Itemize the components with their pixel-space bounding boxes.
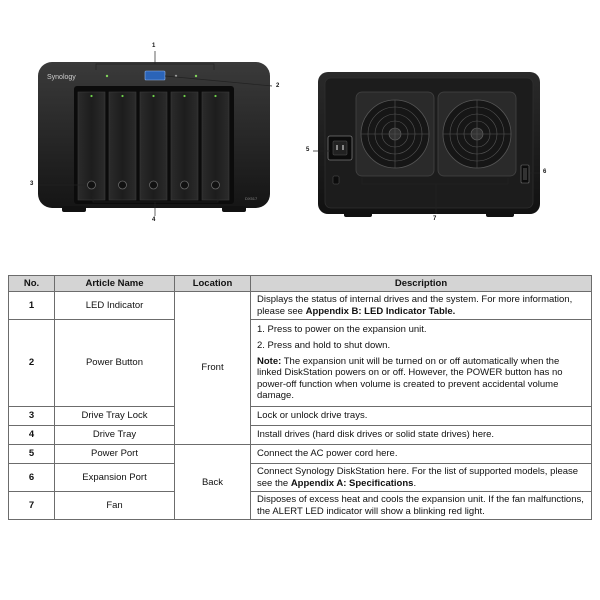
description-cell: Lock or unlock drive trays.: [250, 406, 592, 427]
description-cell: Install drives (hard disk drives or soli…: [250, 425, 592, 446]
drive-tray[interactable]: [77, 91, 106, 201]
front-view: Synology DX517: [38, 51, 273, 216]
components-table: No. Article Name Location Description 1 …: [8, 275, 592, 521]
description-cell: Connect Synology DiskStation here. For t…: [250, 463, 592, 493]
row-number: 5: [8, 444, 55, 465]
drive-tray-lock[interactable]: [149, 180, 158, 190]
table-row: 3 Drive Tray Lock Lock or unlock drive t…: [8, 406, 592, 427]
kensington-slot: [332, 175, 340, 185]
row-number: 2: [8, 319, 55, 408]
location-cell: Back: [174, 444, 251, 521]
table-row: 6 Expansion Port Connect Synology DiskSt…: [8, 463, 592, 493]
appendix-reference: Appendix B: LED Indicator Table.: [305, 305, 456, 317]
row-number: 1: [8, 290, 55, 321]
drive-tray[interactable]: [139, 91, 168, 201]
front-foot: [222, 206, 246, 212]
drive-tray[interactable]: [170, 91, 199, 201]
callout-number: 6: [543, 169, 547, 175]
callout-number: 3: [30, 181, 34, 187]
note-label: Note:: [257, 355, 282, 367]
back-view: [313, 72, 540, 217]
product-illustration: Synology DX517: [38, 51, 540, 217]
column-header: Description: [250, 275, 592, 292]
back-foot: [344, 212, 372, 217]
table-row: 1 LED Indicator Front Displays the statu…: [8, 290, 592, 446]
table-row: 7 Fan Disposes of excess heat and cools …: [8, 491, 592, 521]
callout-number: 7: [433, 216, 437, 222]
power-button[interactable]: [144, 70, 166, 81]
drive-tray-lock[interactable]: [87, 180, 96, 190]
description-cell: Displays the status of internal drives a…: [250, 290, 592, 321]
drive-tray-lock[interactable]: [211, 180, 220, 190]
article-name: LED Indicator: [54, 290, 175, 321]
fan: [355, 91, 435, 177]
table-header-row: No. Article Name Location Description: [8, 275, 592, 292]
drive-tray[interactable]: [108, 91, 137, 201]
article-name: Drive Tray Lock: [54, 406, 175, 427]
front-model-label: DX517: [245, 196, 258, 201]
row-number: 3: [8, 406, 55, 427]
article-name: Power Port: [54, 444, 175, 465]
appendix-reference: Appendix A: Specifications: [290, 477, 414, 489]
table-row: 5 Power Port Back Connect the AC power c…: [8, 444, 592, 521]
description-cell: 1. Press to power on the expansion unit.…: [250, 319, 592, 408]
front-brand-label: Synology: [47, 74, 76, 81]
article-name: Fan: [54, 491, 175, 521]
expansion-port[interactable]: [520, 164, 530, 184]
product-figure: Synology DX517: [0, 0, 600, 265]
callout-number: 2: [276, 83, 280, 89]
row-number: 6: [8, 463, 55, 493]
callout-number: 5: [306, 147, 310, 153]
callout-number: 1: [152, 43, 156, 49]
column-header: No.: [8, 275, 55, 292]
table-row: 2 Power Button 1. Press to power on the …: [8, 319, 592, 408]
drive-tray[interactable]: [201, 91, 230, 201]
description-cell: Disposes of excess heat and cools the ex…: [250, 491, 592, 521]
article-name: Power Button: [54, 319, 175, 408]
article-name: Drive Tray: [54, 425, 175, 446]
row-number: 4: [8, 425, 55, 446]
column-header: Location: [174, 275, 251, 292]
back-foot: [486, 212, 514, 217]
article-name: Expansion Port: [54, 463, 175, 493]
location-cell: Front: [174, 290, 251, 446]
front-foot: [62, 206, 86, 212]
drive-tray-lock[interactable]: [118, 180, 127, 190]
status-led: [194, 74, 198, 78]
column-header: Article Name: [54, 275, 175, 292]
status-led: [105, 74, 109, 78]
fan: [437, 91, 517, 177]
drive-tray-lock[interactable]: [180, 180, 189, 190]
description-cell: Connect the AC power cord here.: [250, 444, 592, 465]
table-row: 4 Drive Tray Install drives (hard disk d…: [8, 425, 592, 446]
status-led: [174, 74, 178, 78]
callout-number: 4: [152, 217, 156, 223]
power-port[interactable]: [327, 135, 353, 161]
row-number: 7: [8, 491, 55, 521]
